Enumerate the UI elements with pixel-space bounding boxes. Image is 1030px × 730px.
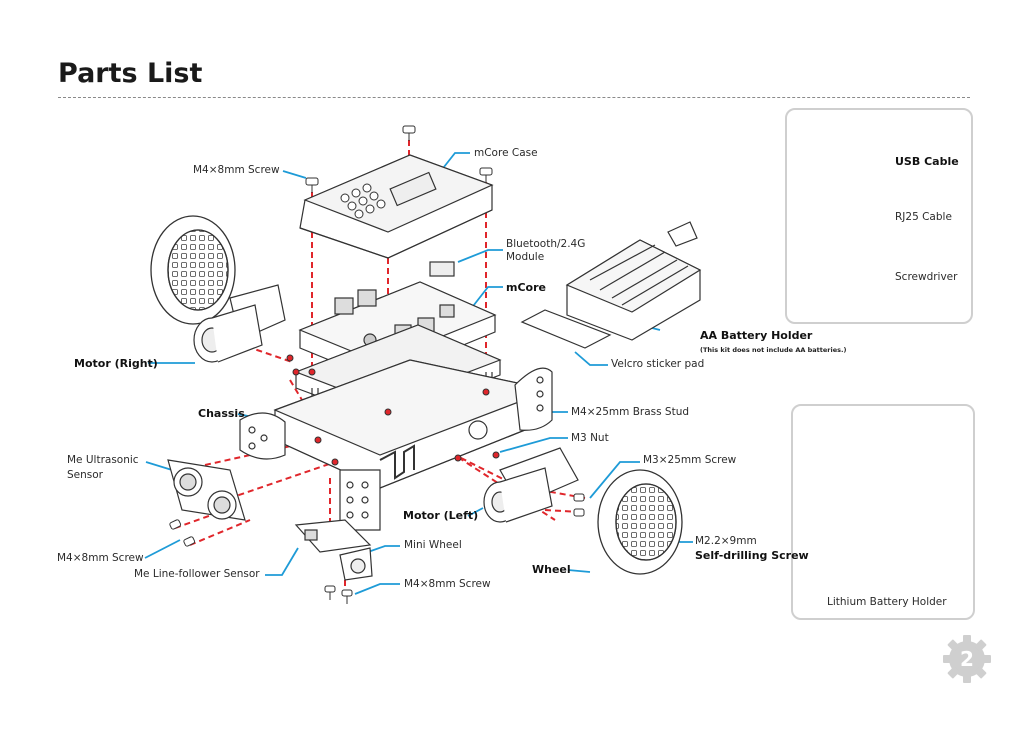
label-mcore-case: mCore Case xyxy=(474,147,538,159)
label-mini-wheel: Mini Wheel xyxy=(404,539,462,551)
label-rj25-cable: RJ25 Cable xyxy=(895,211,952,223)
ultrasonic-sensor xyxy=(167,459,246,521)
accessories-box xyxy=(785,108,973,324)
label-screwdriver: Screwdriver xyxy=(895,271,958,283)
leader-lines xyxy=(144,152,693,595)
label-ultrasonic-sensor: Sensor xyxy=(67,469,103,481)
label-motor-left: Motor (Left) xyxy=(403,509,479,522)
motor-left xyxy=(483,447,579,523)
label-self-drilling-screw: Self-drilling Screw xyxy=(695,549,809,562)
label-velcro: Velcro sticker pad xyxy=(611,358,705,370)
page-number-badge: 2 xyxy=(940,632,994,686)
label-aa-note: (This kit does not include AA batteries.… xyxy=(700,346,847,354)
page-number: 2 xyxy=(960,647,974,671)
label-m3-nut: M3 Nut xyxy=(571,432,609,444)
label-motor-right: Motor (Right) xyxy=(74,357,158,370)
lithium-battery-box xyxy=(791,404,975,620)
label-wheel: Wheel xyxy=(532,563,571,576)
line-follower-sensor xyxy=(294,519,373,581)
label-chassis: Chassis xyxy=(198,407,245,420)
label-bluetooth: Bluetooth/2.4G xyxy=(506,238,586,250)
label-m3-screw: M3×25mm Screw xyxy=(643,454,737,466)
nuts xyxy=(286,354,500,466)
label-brass-stud: M4×25mm Brass Stud xyxy=(571,406,690,418)
velcro-pad xyxy=(520,309,612,349)
title-divider xyxy=(58,97,970,98)
wheel-right xyxy=(150,215,236,325)
label-m4-screw-bottom: M4×8mm Screw xyxy=(404,578,491,590)
chassis-body xyxy=(239,359,553,531)
mcore-case xyxy=(299,154,494,259)
label-m4-screw-left: M4×8mm Screw xyxy=(57,552,144,564)
label-bluetooth-module: Module xyxy=(506,251,545,263)
screws xyxy=(169,125,585,604)
wheel-left xyxy=(597,469,683,575)
label-m22-screw: M2.2×9mm xyxy=(695,535,757,547)
aa-battery-holder xyxy=(565,221,702,341)
label-line-follower: Me Line-follower Sensor xyxy=(134,568,260,580)
label-usb-cable: USB Cable xyxy=(895,155,959,168)
label-lithium-battery-holder: Lithium Battery Holder xyxy=(827,596,947,608)
label-aa-battery-holder: AA Battery Holder xyxy=(700,329,813,342)
label-mcore: mCore xyxy=(506,281,546,294)
motor-right xyxy=(193,284,286,363)
label-ultrasonic: Me Ultrasonic xyxy=(67,454,139,466)
page-title: Parts List xyxy=(58,58,203,89)
label-m4-screw-top: M4×8mm Screw xyxy=(193,164,280,176)
gear-icon xyxy=(943,635,991,683)
